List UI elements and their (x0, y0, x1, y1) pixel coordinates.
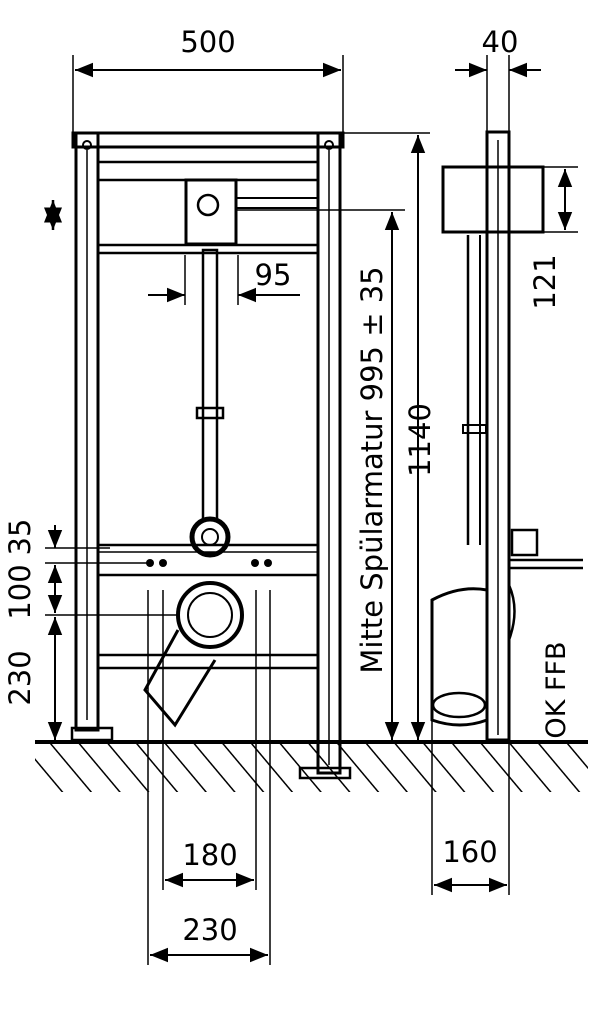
label-floor-reference: OK FFB (541, 641, 572, 738)
dim-pipe-offset: 95 (255, 258, 292, 292)
dimension-lines (45, 55, 578, 965)
dim-outer-spacing: 230 (182, 913, 237, 947)
dim-left-230: 230 (3, 650, 37, 705)
dim-flush-center: Mitte Spülarmatur 995 ± 35 (355, 266, 389, 673)
dim-depth-top: 40 (482, 25, 519, 59)
dim-frame-width: 500 (180, 25, 235, 59)
front-view-frame (44, 131, 352, 780)
dim-left-100: 100 (3, 564, 37, 619)
dim-cistern-height: 121 (528, 254, 562, 309)
side-view-frame (430, 130, 583, 742)
dim-depth-bottom: 160 (442, 835, 497, 869)
dim-bolt-spacing: 180 (182, 838, 237, 872)
dim-left-35: 35 (3, 519, 37, 556)
dim-total-height: 1140 (403, 403, 437, 477)
